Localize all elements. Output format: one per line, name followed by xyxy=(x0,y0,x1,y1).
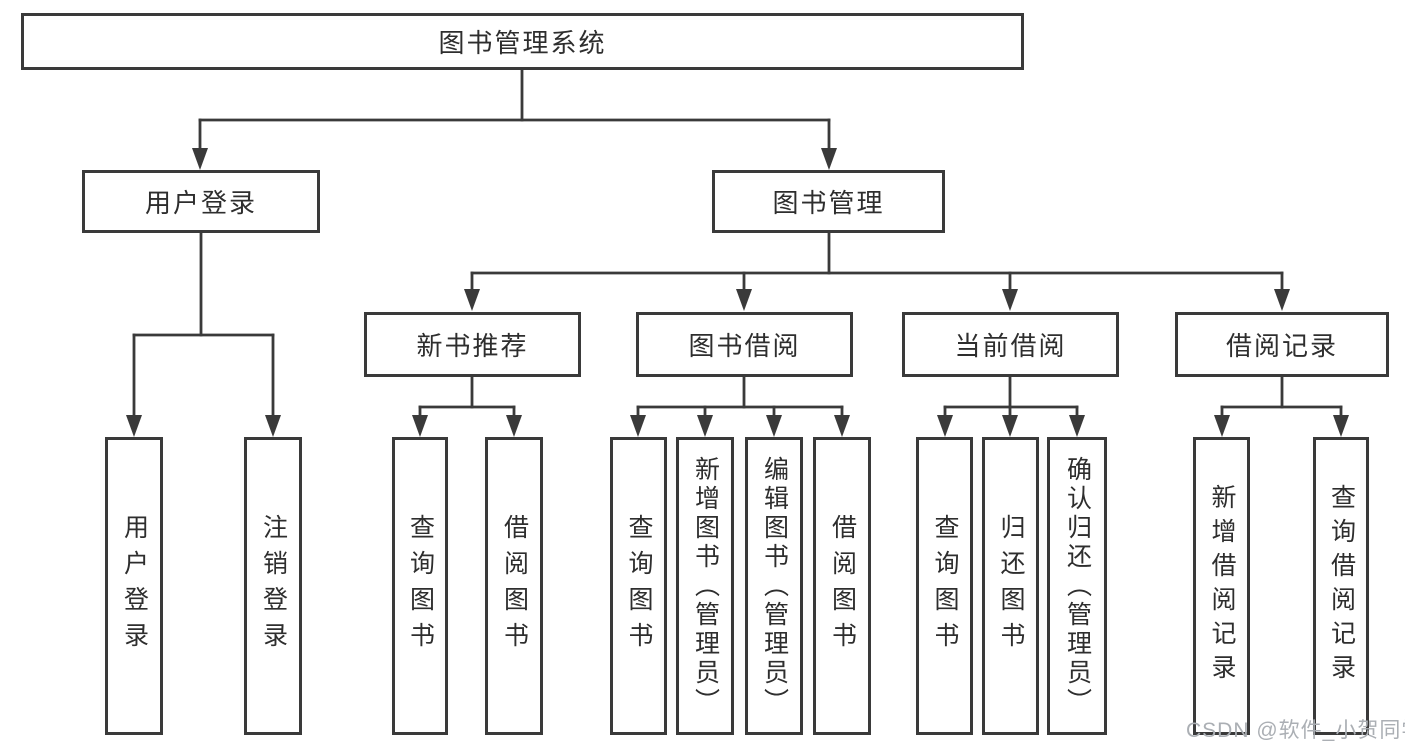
leaf-query-books-recommend: 查询图书 xyxy=(392,437,448,735)
leaf-query-books-borrow: 查询图书 xyxy=(610,437,667,735)
leaf-user-login: 用户登录 xyxy=(105,437,163,735)
node-book-management: 图书管理 xyxy=(712,170,945,233)
leaf-confirm-return-admin: 确认归还（管理员） xyxy=(1047,437,1107,735)
node-book-borrow: 图书借阅 xyxy=(636,312,853,377)
leaf-add-books-admin: 新增图书（管理员） xyxy=(676,437,734,735)
leaf-edit-books-admin: 编辑图书（管理员） xyxy=(745,437,803,735)
leaf-add-borrow-record: 新增借阅记录 xyxy=(1193,437,1250,735)
node-current-borrow: 当前借阅 xyxy=(902,312,1119,377)
leaf-query-borrow-record: 查询借阅记录 xyxy=(1313,437,1369,735)
leaf-borrow-books-recommend: 借阅图书 xyxy=(485,437,543,735)
node-borrow-records: 借阅记录 xyxy=(1175,312,1389,377)
csdn-watermark: CSDN @软件_小贺同学 xyxy=(1186,719,1405,742)
leaf-borrow-books: 借阅图书 xyxy=(813,437,871,735)
node-root: 图书管理系统 xyxy=(21,13,1024,70)
leaf-return-books: 归还图书 xyxy=(982,437,1039,735)
node-user-login: 用户登录 xyxy=(82,170,320,233)
node-new-book-recommend: 新书推荐 xyxy=(364,312,581,377)
leaf-logout: 注销登录 xyxy=(244,437,302,735)
leaf-query-books-current: 查询图书 xyxy=(916,437,973,735)
